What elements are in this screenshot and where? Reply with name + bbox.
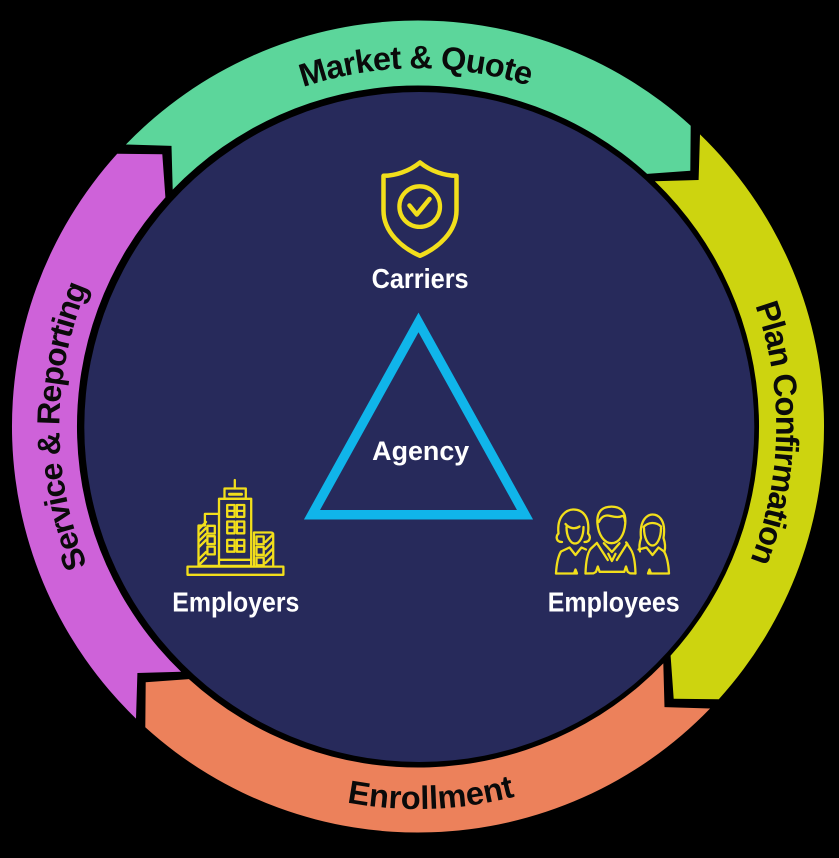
svg-text:Employees: Employees — [548, 587, 680, 618]
svg-text:Agency: Agency — [372, 436, 469, 466]
svg-text:Carriers: Carriers — [372, 263, 469, 294]
svg-text:Employers: Employers — [172, 587, 299, 618]
